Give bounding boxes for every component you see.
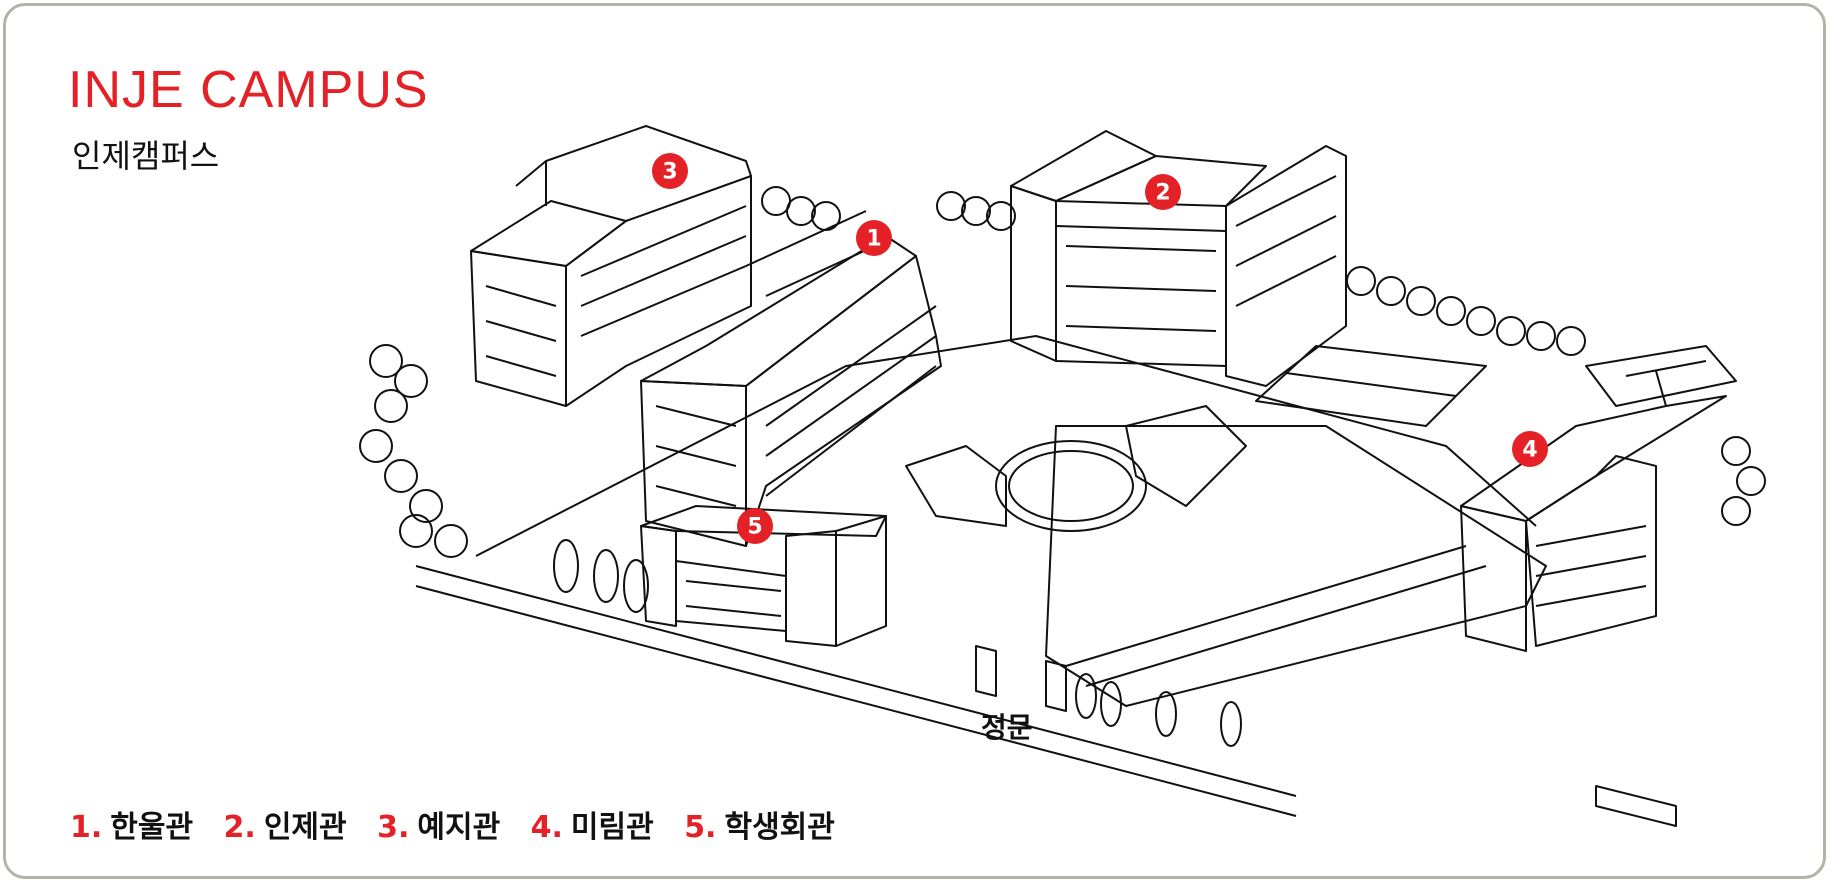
legend-number: 4.: [530, 810, 563, 845]
building-legend: 1.한울관 2.인제관 3.예지관 4.미림관 5.학생회관: [70, 802, 855, 846]
legend-number: 2.: [223, 810, 256, 845]
central-pond-inner: [1008, 450, 1134, 522]
gate-pillar-left: [975, 645, 997, 697]
building-mirim: [1460, 345, 1737, 652]
campus-path: [475, 335, 1537, 557]
garden-bed: [1125, 405, 1247, 507]
legend-item: 1.한울관: [70, 810, 193, 845]
legend-item: 5.학생회관: [684, 810, 835, 845]
garden-bed: [905, 445, 1007, 527]
tree-cluster: [359, 186, 1766, 747]
building-yeji: [470, 125, 752, 407]
legend-label: 미림관: [570, 810, 654, 845]
marker-number: 1: [866, 227, 881, 252]
marker-number: 2: [1155, 181, 1170, 206]
fence-line: [1065, 545, 1487, 687]
central-pond: [995, 440, 1147, 532]
building-inje: [1010, 130, 1347, 387]
building-hanul: [640, 210, 942, 547]
marker-5: 5: [737, 508, 773, 544]
page-title: INJE CAMPUS: [68, 61, 429, 119]
legend-label: 한울관: [110, 810, 194, 845]
tennis-net: [1285, 372, 1457, 397]
legend-label: 예지관: [417, 810, 501, 845]
building-student-center: [640, 505, 887, 647]
map-frame: INJE CAMPUS 인제캠퍼스: [3, 3, 1826, 879]
legend-label: 학생회관: [724, 810, 835, 845]
tennis-court: [1255, 345, 1487, 427]
marker-number: 5: [747, 515, 762, 540]
marker-3: 3: [652, 153, 688, 189]
marker-2: 2: [1145, 174, 1181, 210]
legend-number: 5.: [684, 810, 717, 845]
marker-number: 3: [662, 160, 677, 185]
marker-1: 1: [856, 220, 892, 256]
legend-number: 3.: [377, 810, 410, 845]
main-gate-label: 정문: [981, 711, 1033, 744]
legend-item: 4.미림관: [531, 810, 654, 845]
road-marker: [1595, 785, 1677, 827]
legend-number: 1.: [70, 810, 103, 845]
legend-label: 인제관: [263, 810, 347, 845]
marker-4: 4: [1512, 431, 1548, 467]
front-road: [415, 565, 1297, 817]
legend-item: 3.예지관: [377, 810, 500, 845]
gate-pillar-right: [1045, 660, 1067, 712]
campus-illustration: 1 2 3 4 5: [359, 125, 1766, 827]
legend-item: 2.인제관: [224, 810, 347, 845]
marker-number: 4: [1522, 438, 1537, 463]
page-subtitle: 인제캠퍼스: [72, 137, 220, 175]
